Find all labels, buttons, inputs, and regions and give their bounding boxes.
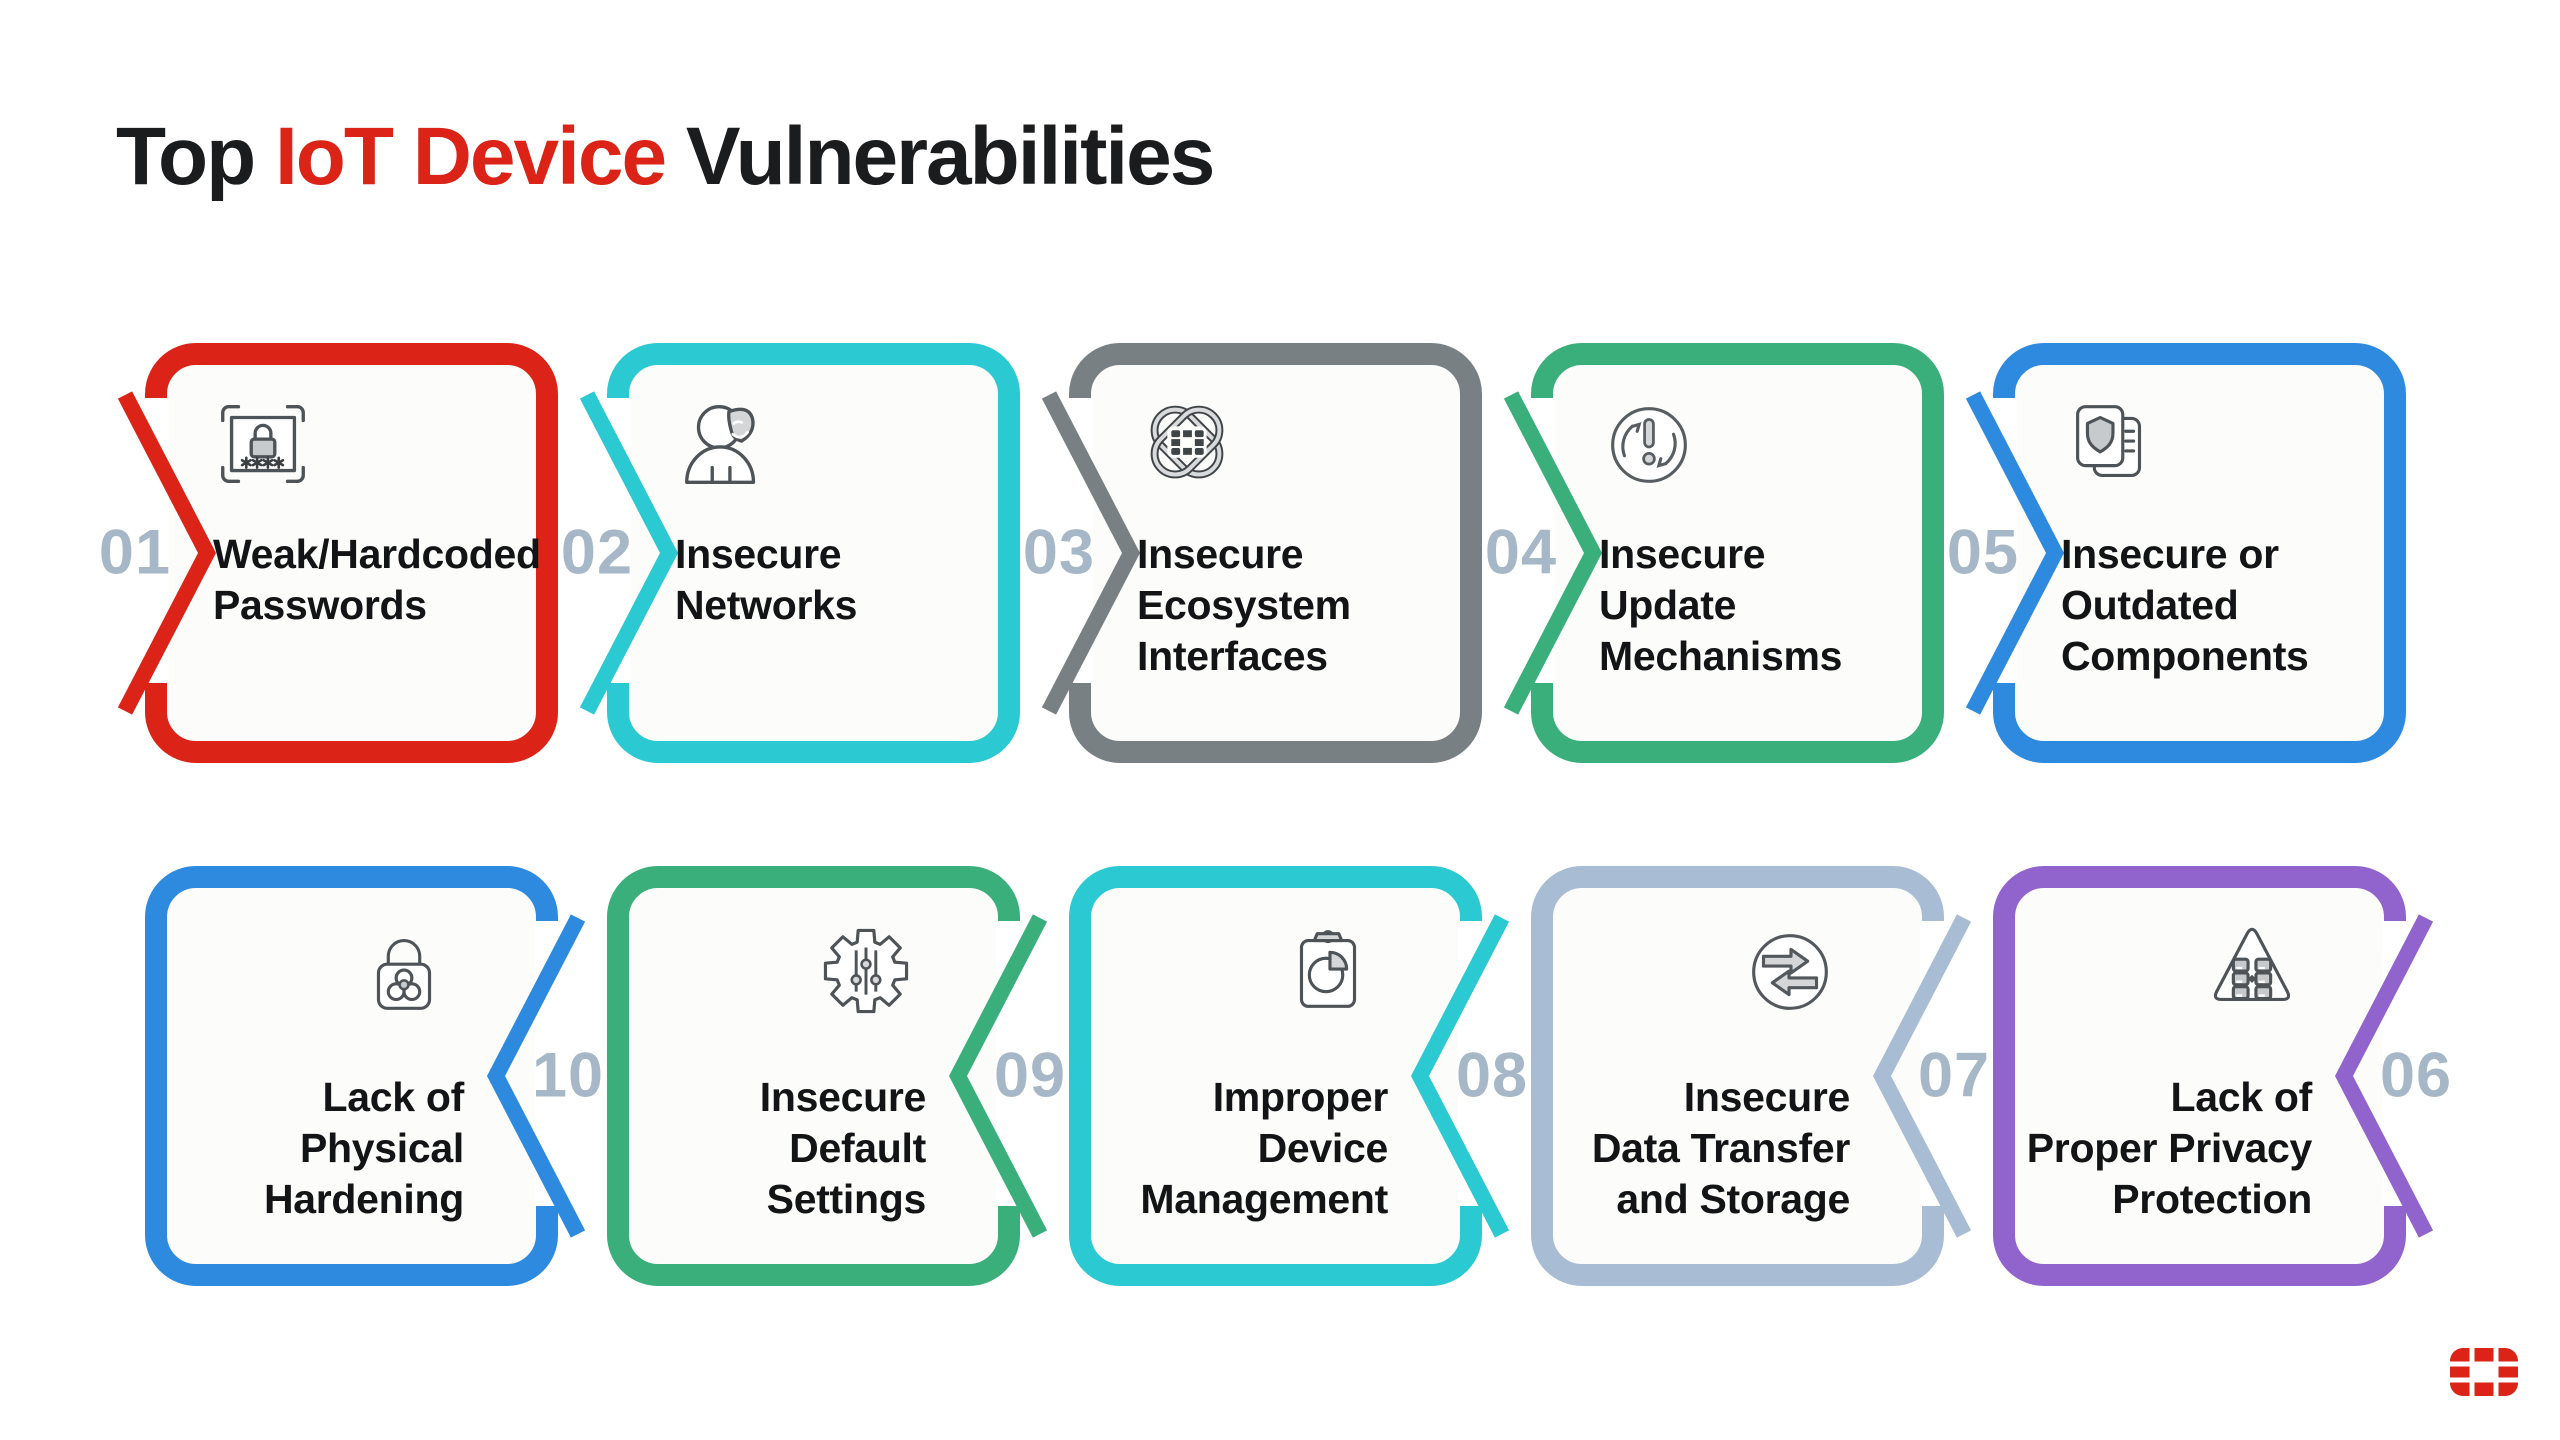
card-number: 08 bbox=[1456, 1040, 1529, 1111]
vulnerability-card-06: 06 Lack of Proper Privacy Protection bbox=[1993, 866, 2451, 1286]
card-label: Insecure or Outdated Components bbox=[2061, 531, 2309, 679]
card-number: 05 bbox=[1946, 517, 2019, 588]
card-label: Lack of Proper Privacy Protection bbox=[2026, 1074, 2313, 1222]
card-label: Improper Device Management bbox=[1140, 1074, 1388, 1222]
card-number: 07 bbox=[1918, 1040, 1991, 1111]
card-label: Lack of Physical Hardening bbox=[263, 1074, 464, 1222]
card-number: 04 bbox=[1484, 517, 1557, 588]
shield-documents-icon bbox=[2057, 391, 2165, 499]
card-number: 03 bbox=[1022, 517, 1095, 588]
update-alert-icon bbox=[1595, 391, 1703, 499]
vulnerability-card-02: 02 Insecure Networks bbox=[561, 343, 1020, 763]
gear-sliders-icon bbox=[812, 918, 920, 1026]
card-number: 01 bbox=[98, 517, 171, 588]
card-label: Weak/Hardcoded Passwords bbox=[213, 531, 541, 628]
card-label: Insecure Ecosystem Interfaces bbox=[1137, 531, 1351, 679]
card-label: Insecure Data Transfer and Storage bbox=[1591, 1074, 1850, 1222]
page-title: Top IoT Device Vulnerabilities bbox=[116, 111, 1215, 202]
password-lock-icon bbox=[209, 391, 317, 499]
card-number: 02 bbox=[560, 517, 633, 588]
card-number: 10 bbox=[532, 1040, 605, 1111]
card-number: 09 bbox=[994, 1040, 1067, 1111]
card-frame bbox=[1993, 866, 2434, 1286]
card-label: Insecure Networks bbox=[675, 531, 858, 628]
card-frame bbox=[145, 866, 586, 1286]
device-clipboard-icon bbox=[1274, 918, 1382, 1026]
title-highlight: IoT Device bbox=[274, 111, 667, 202]
privacy-warning-icon bbox=[2198, 918, 2306, 1026]
ecosystem-knot-icon bbox=[1133, 391, 1241, 499]
biohazard-lock-icon bbox=[350, 918, 458, 1026]
vulnerability-card-08: 08 Improper Device Management bbox=[1069, 866, 1527, 1286]
data-transfer-arrows-icon bbox=[1736, 918, 1844, 1026]
vulnerability-card-10: 10 Lack of Physical Hardening bbox=[145, 866, 603, 1286]
vulnerability-card-01: 01 Weak/Hardcoded Passwords bbox=[99, 343, 558, 763]
card-frame bbox=[1531, 866, 1972, 1286]
title-suffix: Vulnerabilities bbox=[665, 111, 1215, 202]
vulnerability-card-07: 07 Insecure Data Transfer and Storage bbox=[1531, 866, 1989, 1286]
vulnerability-card-04: 04 Insecure Update Mechanisms bbox=[1485, 343, 1944, 763]
card-label: Insecure Default Settings bbox=[759, 1074, 927, 1222]
vulnerability-card-09: 09 Insecure Default Settings bbox=[607, 866, 1065, 1286]
card-label: Insecure Update Mechanisms bbox=[1599, 531, 1843, 679]
card-frame bbox=[1069, 866, 1510, 1286]
fortinet-logo bbox=[2450, 1348, 2518, 1396]
title-prefix: Top bbox=[116, 111, 275, 202]
vulnerability-card-03: 03 bbox=[1023, 343, 1482, 763]
card-frame bbox=[607, 866, 1048, 1286]
hacker-mask-icon bbox=[671, 391, 779, 499]
card-number: 06 bbox=[2380, 1040, 2453, 1111]
vulnerability-card-05: 05 Insecure or Outdated Components bbox=[1947, 343, 2406, 763]
